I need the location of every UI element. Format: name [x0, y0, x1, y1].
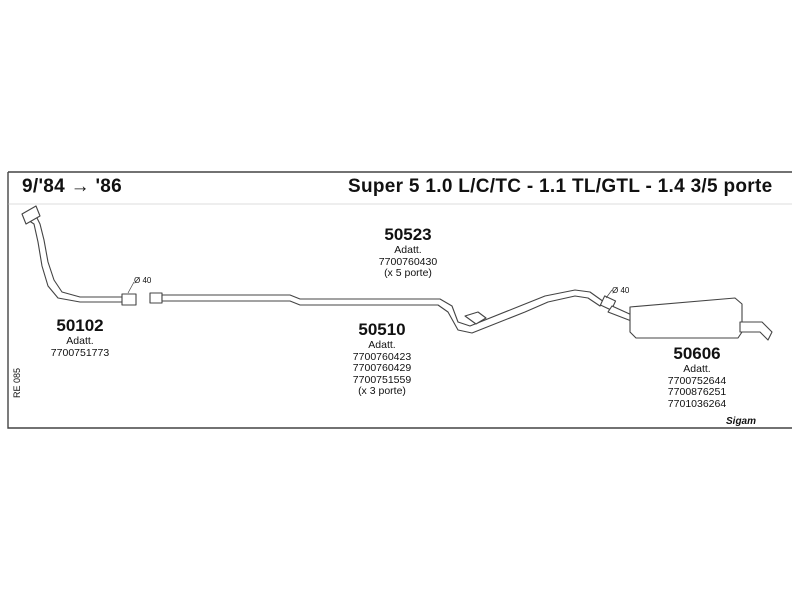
side-reference: RE 085	[12, 367, 22, 398]
part-ref: 7700876251	[667, 386, 727, 398]
date-range: 9/'84 → '86	[22, 176, 123, 197]
tail-pipe	[739, 321, 773, 341]
front-pipe-50102	[24, 211, 136, 303]
part-note: (x 5 porte)	[384, 267, 432, 279]
dia-leader-2	[605, 289, 613, 299]
part-50523: 50523 Adatt. 7700760430 (x 5 porte)	[368, 225, 448, 280]
part-label: Adatt.	[368, 339, 396, 351]
rear-silencer-50606	[629, 297, 743, 339]
part-ref: 7700760429	[352, 362, 412, 374]
mid-pipe-hanger	[464, 311, 487, 325]
mid-pipe-clamp	[149, 292, 163, 304]
part-ref: 7700760430	[378, 255, 438, 268]
part-code: 50102	[56, 316, 104, 335]
front-pipe-flange	[21, 205, 41, 225]
part-50510: 50510 Adatt. 7700760423 7700760429 77007…	[342, 320, 422, 398]
part-ref: 7701036264	[667, 397, 727, 410]
part-code: 50606	[673, 344, 721, 363]
brand-logo: Sigam	[726, 416, 757, 427]
intermediate-pipe-50510	[161, 289, 605, 334]
dia-leader-1	[127, 281, 135, 294]
model-title: Super 5 1.0 L/C/TC - 1.1 TL/GTL - 1.4 3/…	[348, 176, 773, 197]
front-pipe-clamp	[121, 293, 137, 306]
part-ref: 7700752644	[667, 374, 727, 387]
part-label: Adatt.	[683, 363, 711, 375]
part-50102: 50102 Adatt. 7700751773	[40, 316, 120, 359]
part-label: Adatt.	[394, 244, 422, 256]
diameter-label-1: Ø 40	[134, 276, 152, 285]
part-ref: 7700751773	[50, 346, 110, 359]
part-note: (x 3 porte)	[358, 385, 406, 397]
part-label: Adatt.	[66, 335, 94, 347]
part-code: 50523	[384, 225, 432, 244]
diameter-label-2: Ø 40	[612, 286, 630, 295]
part-50606: 50606 Adatt. 7700752644 7700876251 77010…	[657, 344, 737, 410]
part-code: 50510	[358, 320, 406, 339]
diagram-frame	[7, 171, 792, 429]
part-ref: 7700760423	[352, 350, 412, 363]
part-ref: 7700751559	[352, 373, 412, 386]
